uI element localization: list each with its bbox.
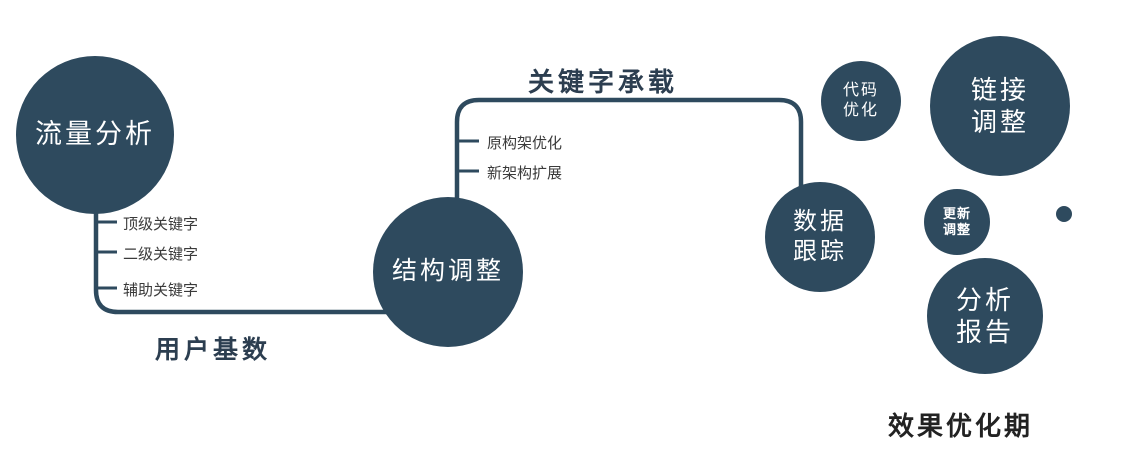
branch-label-top-keyword: 顶级关键字 (123, 216, 199, 233)
node-link-adjustment: 链接 调整 (930, 36, 1070, 176)
node-label-line2: 报告 (955, 317, 1014, 347)
node-label-line2: 优化 (842, 102, 879, 119)
branch-label-new-architecture: 新架构扩展 (487, 165, 563, 182)
node-label-line1: 更新 (942, 205, 971, 221)
node-label: 流量分析 (35, 119, 155, 150)
edge-label-keyword-carry: 关键字承载 (528, 67, 679, 97)
edge-traffic-to-structure (93, 190, 400, 315)
small-dot-marker (1056, 206, 1072, 222)
node-label-line2: 调整 (942, 222, 971, 237)
node-update-adjustment: 更新 调整 (924, 189, 990, 255)
edge-structure-to-tracking (454, 97, 804, 210)
node-analysis-report: 分析 报告 (927, 258, 1043, 374)
node-code-optimization: 代码 优化 (821, 61, 901, 141)
branch-label-auxiliary-keyword: 辅助关键字 (123, 282, 199, 299)
node-label-line1: 代码 (842, 82, 879, 99)
footer-phase-label: 效果优化期 (888, 411, 1034, 441)
node-label-line2: 跟踪 (793, 238, 847, 265)
branch-label-secondary-keyword: 二级关键字 (123, 246, 199, 263)
node-label-line1: 链接 (970, 74, 1029, 105)
node-structure-adjustment: 结构调整 (373, 197, 523, 347)
node-label: 结构调整 (391, 257, 504, 286)
node-label-line1: 分析 (955, 284, 1014, 315)
node-data-tracking: 数据 跟踪 (765, 182, 875, 292)
node-label-line1: 数据 (793, 208, 847, 235)
edge-label-user-base: 用户基数 (155, 336, 272, 364)
node-traffic-analysis: 流量分析 (16, 56, 174, 214)
branch-label-original-architecture: 原构架优化 (487, 135, 563, 152)
node-label-line2: 调整 (970, 107, 1029, 137)
